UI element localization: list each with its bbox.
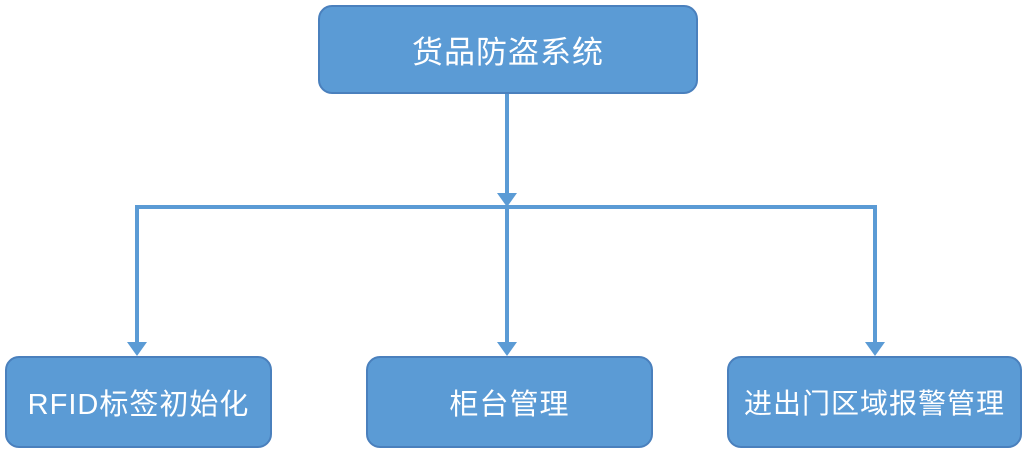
child-node-label: 进出门区域报警管理 [743, 388, 1005, 419]
arrowhead-down-icon [127, 342, 147, 356]
arrowhead-down-icon [497, 193, 517, 207]
child-node-entry-exit-alarm-management: 进出门区域报警管理 [727, 356, 1022, 448]
child-node-label: RFID标签初始化 [27, 389, 250, 421]
root-node-anti-theft-system: 货品防盗系统 [318, 5, 698, 94]
arrowhead-down-icon [865, 342, 885, 356]
child-node-rfid-tag-init: RFID标签初始化 [5, 356, 272, 448]
connector-middle-vertical [505, 209, 509, 342]
child-node-counter-management: 柜台管理 [366, 356, 653, 448]
child-node-label: 柜台管理 [449, 389, 570, 421]
connector-root-vertical [505, 94, 509, 195]
root-node-label: 货品防盗系统 [412, 35, 604, 70]
connector-right-vertical [873, 205, 877, 342]
arrowhead-down-icon [497, 342, 517, 356]
connector-horizontal-rail [135, 205, 877, 209]
connector-left-vertical [135, 205, 139, 342]
